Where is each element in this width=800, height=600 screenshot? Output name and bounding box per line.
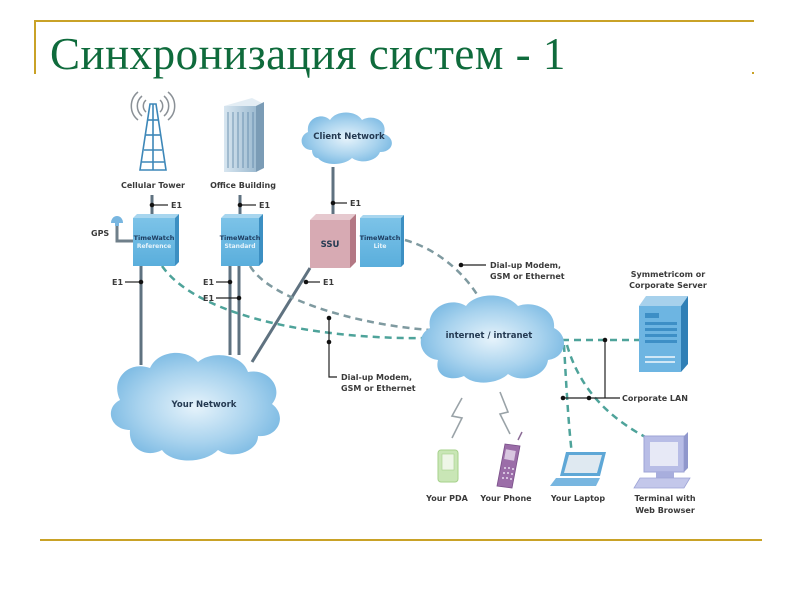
pda-label: Your PDA xyxy=(425,494,468,503)
timewatch-reference-line2: Reference xyxy=(137,243,171,250)
bolt-phone-icon xyxy=(498,391,511,435)
e1-label-building: E1 xyxy=(259,201,270,210)
timewatch-standard-line1: TimeWatch xyxy=(220,234,261,242)
e1-label-ssu: E1 xyxy=(323,278,334,287)
e1-label-reference: E1 xyxy=(112,278,123,287)
timewatch-lite-line1: TimeWatch xyxy=(360,234,401,242)
client-network-cloud-icon[interactable] xyxy=(301,112,392,165)
phone-icon[interactable] xyxy=(496,431,523,489)
e1-label-client: E1 xyxy=(350,199,361,208)
wireless-bolt-icons xyxy=(450,391,511,439)
tap-lines xyxy=(125,202,620,399)
terminal-icon[interactable] xyxy=(633,432,691,489)
e1-label-standard-a: E1 xyxy=(203,278,214,287)
office-building-label: Office Building xyxy=(210,181,276,190)
laptop-label: Your Laptop xyxy=(550,494,606,503)
title-top-rule xyxy=(34,20,754,22)
server-label-line1: Symmetricom or xyxy=(631,270,705,279)
dash-lite-internet xyxy=(404,238,480,297)
server-label-line2: Corporate Server xyxy=(629,281,707,290)
dashed-links xyxy=(160,238,656,456)
gps-link xyxy=(115,222,136,243)
gps-label: GPS xyxy=(91,229,109,238)
server-icon[interactable] xyxy=(639,296,688,372)
slide-title: Синхронизация систем - 1 xyxy=(50,29,566,79)
dash-internet-terminal xyxy=(565,344,656,444)
your-network-label: Your Network xyxy=(171,400,237,410)
dialup-top-line1: Dial-up Modem, xyxy=(490,261,561,270)
timewatch-lite-line2: Lite xyxy=(374,243,387,250)
terminal-label-line1: Terminal with xyxy=(634,494,695,503)
dash-reference-internet xyxy=(160,265,431,340)
gps-antenna-icon xyxy=(111,216,123,226)
cellular-tower-label: Cellular Tower xyxy=(121,181,185,190)
title-left-rule xyxy=(34,20,36,74)
footer-rule xyxy=(40,539,762,541)
dash-standard-internet xyxy=(248,265,431,332)
dialup-mid-line2: GSM or Ethernet xyxy=(341,384,416,393)
timewatch-standard-device[interactable] xyxy=(221,214,263,266)
link-ssu-network xyxy=(250,267,312,363)
timewatch-standard-line2: Standard xyxy=(224,243,255,250)
e1-label-standard-b: E1 xyxy=(203,294,214,303)
timewatch-lite-device[interactable] xyxy=(360,215,404,267)
laptop-icon[interactable] xyxy=(550,452,606,486)
title-right-mark xyxy=(752,72,754,74)
dash-internet-laptop xyxy=(562,344,574,456)
terminal-label-line2: Web Browser xyxy=(635,506,695,515)
timewatch-reference-line1: TimeWatch xyxy=(134,234,175,242)
your-network-cloud-icon[interactable] xyxy=(110,352,280,461)
tap-dots xyxy=(138,200,608,401)
pda-icon[interactable] xyxy=(437,449,459,483)
bolt-pda-icon xyxy=(450,397,464,439)
internet-cloud-icon[interactable] xyxy=(420,295,565,383)
dialup-mid-line1: Dial-up Modem, xyxy=(341,373,412,382)
client-network-label: Client Network xyxy=(313,132,385,142)
e1-label-tower: E1 xyxy=(171,201,182,210)
timewatch-reference-device[interactable] xyxy=(133,214,179,266)
corporate-lan-label: Corporate LAN xyxy=(622,394,688,403)
cellular-tower-icon xyxy=(130,91,176,171)
phone-label: Your Phone xyxy=(479,494,532,503)
office-building-icon xyxy=(224,98,264,172)
ssu-label: SSU xyxy=(321,240,340,250)
dialup-top-line2: GSM or Ethernet xyxy=(490,272,565,281)
ssu-device[interactable] xyxy=(310,214,356,268)
internet-label: internet / intranet xyxy=(446,331,533,341)
